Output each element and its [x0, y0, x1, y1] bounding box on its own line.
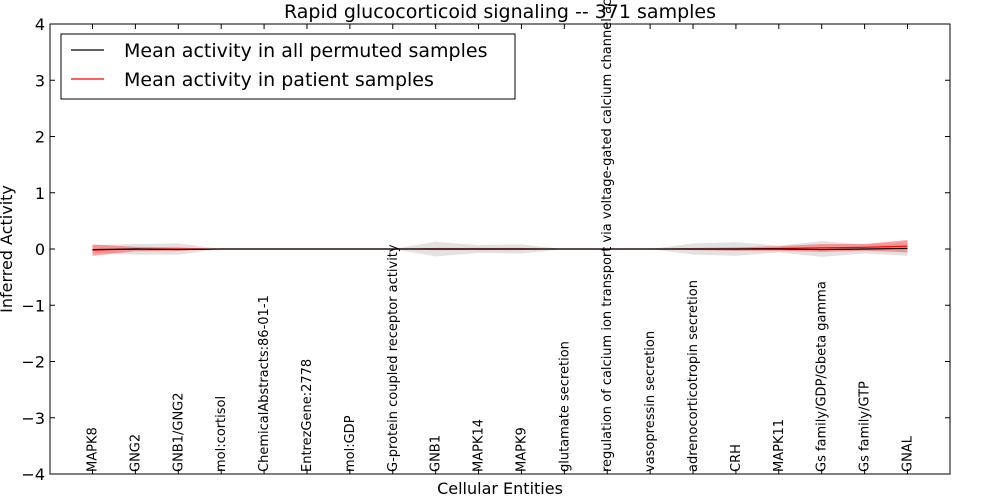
x-category-label: regulation of calcium ion transport via …: [600, 0, 615, 472]
legend: Mean activity in all permuted samples Me…: [60, 33, 516, 100]
x-category-label: EntrezGene:2778: [300, 359, 315, 472]
y-tick-label: −3: [21, 409, 45, 428]
y-tick-label: 3: [35, 71, 45, 90]
x-category-label: CRH: [729, 444, 744, 472]
x-category-label: vasopressin secretion: [643, 331, 658, 472]
x-category-label: GNB1/GNG2: [171, 392, 186, 472]
x-category-label: mol:GDP: [343, 415, 358, 472]
x-category-label: GNB1: [429, 435, 444, 472]
x-category-label: MAPK9: [514, 427, 529, 472]
plot-frame: [49, 23, 951, 475]
x-category-label: MAPK11: [772, 419, 787, 472]
x-axis-label: Cellular Entities: [437, 479, 563, 498]
y-tick-label: −4: [21, 465, 45, 484]
y-tick-label: 0: [35, 240, 45, 259]
x-category-label: GNG2: [128, 434, 143, 472]
x-category-label: Gs family/GDP/Gbeta gamma: [815, 281, 830, 472]
band-series-1: [92, 240, 908, 256]
legend-box: [60, 33, 516, 100]
x-category-label: mol:cortisol: [214, 396, 229, 472]
x-category-label: adrenocorticotropin secretion: [686, 280, 701, 472]
y-tick-label: −1: [21, 296, 45, 315]
series-lines: [92, 245, 908, 251]
y-tick-label: 1: [35, 184, 45, 203]
chart-title: Rapid glucocorticoid signaling -- 371 sa…: [284, 1, 716, 23]
y-tick-label: −2: [21, 353, 45, 372]
y-axis-ticks: −4 −3 −2 −1 0 1 2 3 4: [21, 15, 950, 484]
legend-label-permuted: Mean activity in all permuted samples: [124, 40, 487, 62]
x-category-label: G-protein coupled receptor activity: [386, 244, 401, 472]
y-axis-label: Inferred Activity: [0, 185, 16, 313]
x-category-label: ChemicalAbstracts:86-01-1: [257, 295, 272, 472]
x-category-label: glutamate secretion: [557, 341, 572, 472]
x-category-label: MAPK14: [472, 419, 487, 472]
x-category-label: Gs family/GTP: [858, 381, 873, 472]
x-category-label: GNAL: [901, 435, 916, 472]
legend-label-patient: Mean activity in patient samples: [124, 69, 434, 91]
x-axis-ticks: MAPK8 GNG2 GNB1/GNG2 mol:cortisol ChemicalAb…: [86, 0, 916, 474]
x-category-label: MAPK8: [86, 427, 101, 472]
y-tick-label: 2: [35, 128, 45, 147]
line-series-0: [92, 247, 908, 251]
y-tick-label: 4: [35, 15, 45, 34]
